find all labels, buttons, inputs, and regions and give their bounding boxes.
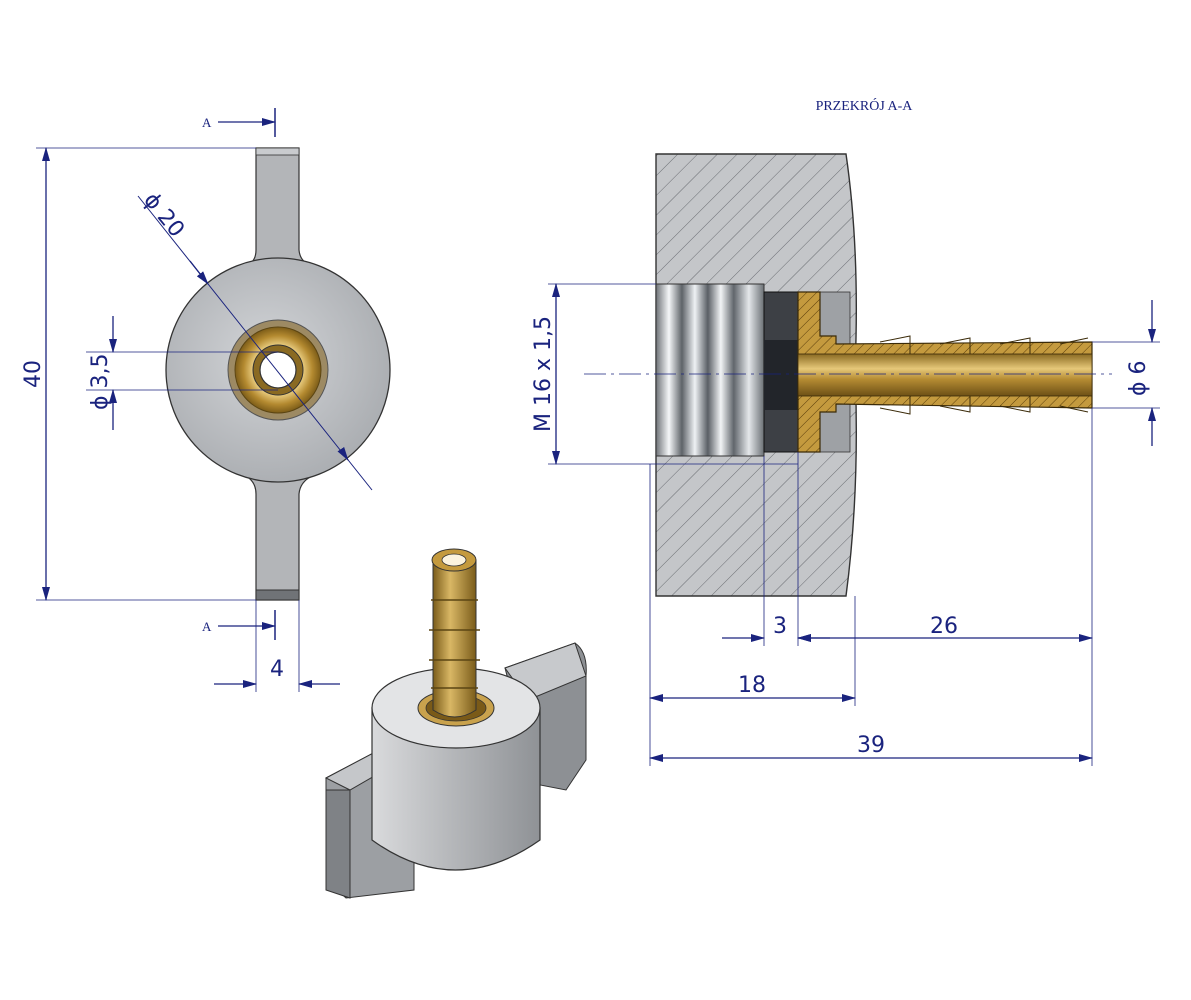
total-length-dimension: 39 [857, 733, 885, 758]
bottom-wing [243, 475, 313, 601]
thread-cavity [655, 283, 765, 457]
section-marker-bottom: A [202, 619, 212, 634]
outer-diameter-dimension: ϕ 20 [138, 188, 189, 242]
section-view: PRZEKRÓJ A-A M 16 x 1,5 ϕ 6 [531, 97, 1160, 766]
wing-width-dimension: 4 [270, 657, 284, 682]
barb-bore [797, 353, 1093, 397]
iso-hose-barb [432, 559, 477, 718]
barb-length-dimension: 26 [930, 614, 958, 639]
bore-diameter-dimension: ϕ 3,5 [88, 354, 113, 411]
iso-knob-body [371, 707, 541, 871]
bore-hole [259, 351, 297, 389]
thread-dimension: M 16 x 1,5 [531, 316, 556, 432]
front-view: A A 40 ϕ 20 ϕ 3,5 4 [21, 108, 391, 692]
top-wing [245, 147, 313, 267]
insert-depth-dimension: 3 [773, 614, 787, 639]
section-title: PRZEKRÓJ A-A [816, 97, 914, 114]
height-dimension: 40 [21, 360, 46, 388]
barb-diameter-dimension: ϕ 6 [1126, 360, 1151, 396]
section-marker-top: A [202, 115, 212, 130]
body-length-dimension: 18 [738, 673, 766, 698]
isometric-view [324, 548, 587, 899]
